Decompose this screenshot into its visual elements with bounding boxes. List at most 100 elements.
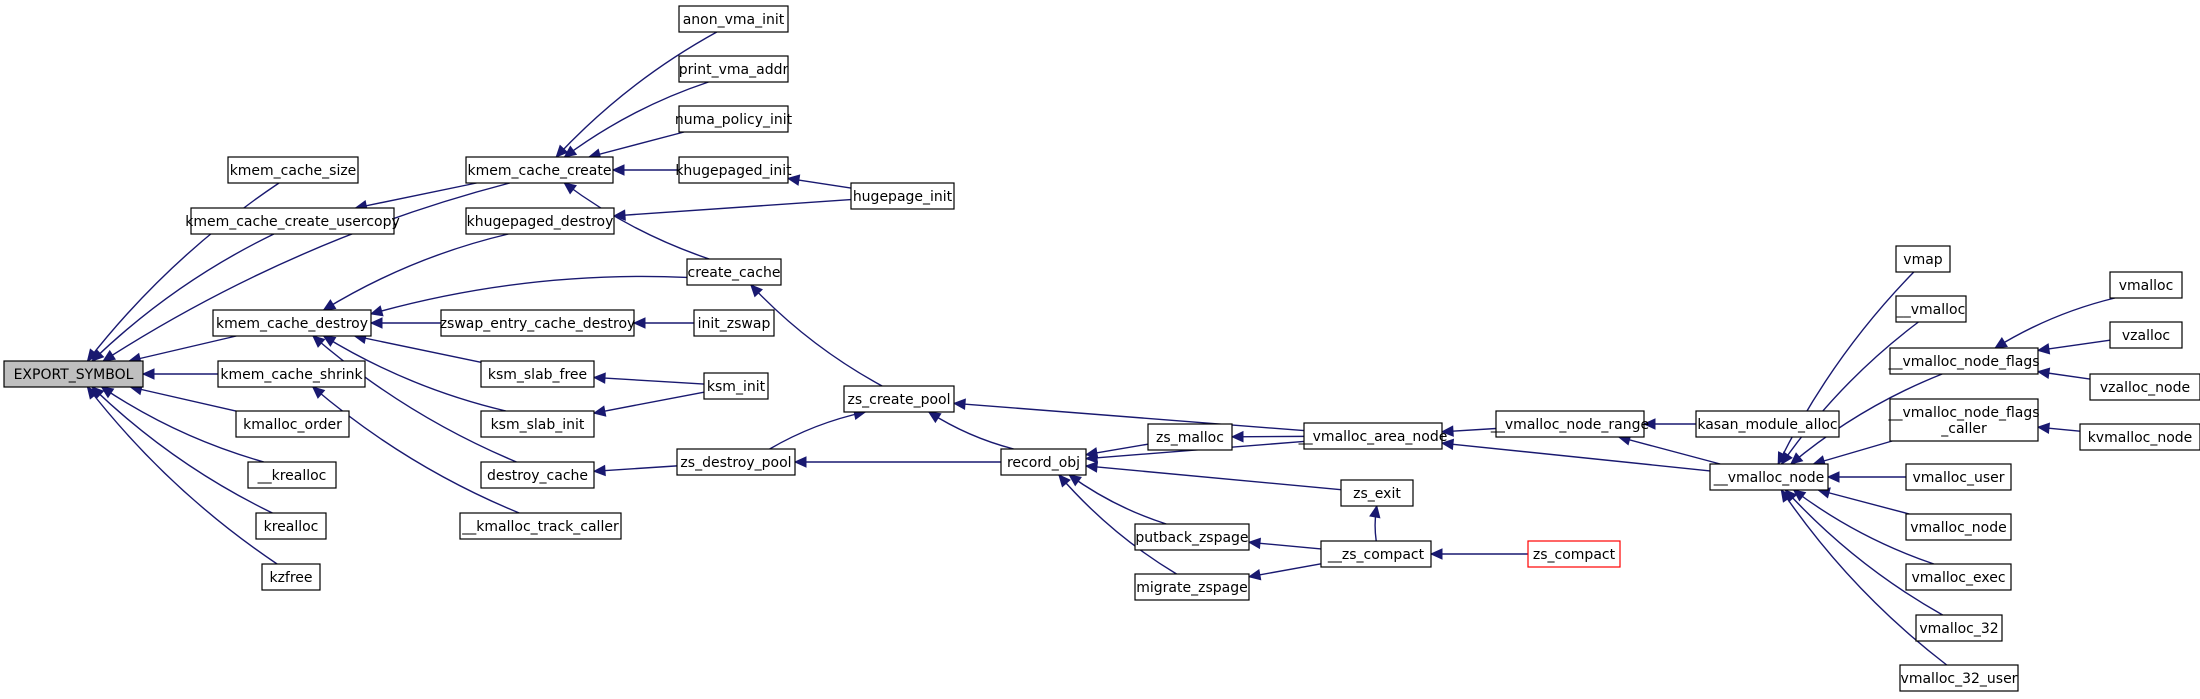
- node-box[interactable]: [1905, 513, 2012, 541]
- node-box[interactable]: [1000, 448, 1087, 476]
- node-box[interactable]: [1527, 540, 1621, 568]
- node-box[interactable]: [1695, 410, 1840, 438]
- node-__zs_compact[interactable]: __zs_compact: [1320, 540, 1432, 568]
- node-ksm_slab_init[interactable]: ksm_slab_init: [480, 410, 595, 438]
- node-box[interactable]: [1905, 563, 2012, 591]
- node-__vmalloc_node_range[interactable]: __vmalloc_node_range: [1490, 410, 1649, 438]
- node-vmalloc_user[interactable]: vmalloc_user: [1905, 463, 2012, 491]
- node-box[interactable]: [190, 207, 395, 235]
- node-box[interactable]: [1895, 245, 1951, 273]
- node-destroy_cache[interactable]: destroy_cache: [480, 461, 595, 489]
- node-box[interactable]: [678, 156, 789, 184]
- node-box[interactable]: [261, 563, 321, 591]
- node-zs_create_pool[interactable]: zs_create_pool: [843, 385, 955, 413]
- node-box[interactable]: [235, 410, 350, 438]
- node-box[interactable]: [1889, 347, 2039, 375]
- node-khugepaged_init[interactable]: khugepaged_init: [675, 156, 792, 184]
- node-box[interactable]: [1303, 422, 1443, 450]
- node-create_cache[interactable]: create_cache: [686, 258, 782, 286]
- node-box[interactable]: [1915, 614, 2003, 642]
- node-box[interactable]: [686, 258, 782, 286]
- node-zs_exit[interactable]: zs_exit: [1340, 479, 1414, 507]
- node-putback_zspage[interactable]: putback_zspage: [1134, 523, 1250, 551]
- node-box[interactable]: [676, 448, 796, 476]
- node-ksm_slab_free[interactable]: ksm_slab_free: [480, 360, 595, 388]
- node-record_obj[interactable]: record_obj: [1000, 448, 1087, 476]
- node-anon_vma_init[interactable]: anon_vma_init: [678, 5, 789, 33]
- node-kmem_cache_destroy[interactable]: kmem_cache_destroy: [212, 309, 372, 337]
- node-box[interactable]: [678, 5, 789, 33]
- node-box[interactable]: [480, 410, 595, 438]
- node-vzalloc[interactable]: vzalloc: [2109, 321, 2183, 349]
- node-box[interactable]: [843, 385, 955, 413]
- node-zswap_entry_cache_destroy[interactable]: zswap_entry_cache_destroy: [440, 309, 636, 337]
- node-vzalloc_node[interactable]: vzalloc_node: [2089, 373, 2200, 401]
- node-ksm_init[interactable]: ksm_init: [703, 372, 769, 400]
- node-numa_policy_init[interactable]: numa_policy_init: [675, 105, 793, 133]
- node-kmem_cache_create[interactable]: kmem_cache_create: [465, 156, 614, 184]
- node-box[interactable]: [1895, 295, 1967, 323]
- node-__vmalloc_node_flags_caller[interactable]: __vmalloc_node_flags_caller: [1887, 398, 2040, 442]
- node-box[interactable]: [678, 55, 789, 83]
- node-vmalloc_exec[interactable]: vmalloc_exec: [1905, 563, 2012, 591]
- node-box[interactable]: [440, 309, 635, 337]
- node-print_vma_addr[interactable]: print_vma_addr: [678, 55, 789, 83]
- node-box[interactable]: [1134, 573, 1250, 601]
- node-box[interactable]: [1147, 423, 1233, 451]
- node-box[interactable]: [703, 372, 769, 400]
- node-box[interactable]: [2089, 373, 2200, 401]
- node-kasan_module_alloc[interactable]: kasan_module_alloc: [1695, 410, 1840, 438]
- node-hugepage_init[interactable]: hugepage_init: [850, 182, 955, 210]
- node-__vmalloc[interactable]: __vmalloc: [1895, 295, 1967, 323]
- node-box[interactable]: [2079, 423, 2200, 451]
- node-box[interactable]: [227, 156, 359, 184]
- node-box[interactable]: [693, 309, 775, 337]
- node-__vmalloc_node[interactable]: __vmalloc_node: [1709, 463, 1829, 491]
- node-kmalloc_order[interactable]: kmalloc_order: [235, 410, 350, 438]
- node-kzfree[interactable]: kzfree: [261, 563, 321, 591]
- node-export_symbol[interactable]: EXPORT_SYMBOL: [3, 360, 144, 388]
- node-box[interactable]: [2109, 271, 2183, 299]
- node-zs_compact[interactable]: zs_compact: [1527, 540, 1621, 568]
- node-box[interactable]: [1889, 398, 2039, 442]
- node-box[interactable]: [1320, 540, 1432, 568]
- node-box[interactable]: [217, 360, 366, 388]
- node-box[interactable]: [2109, 321, 2183, 349]
- node-__kmalloc_track_caller[interactable]: __kmalloc_track_caller: [459, 512, 622, 540]
- node-__krealloc[interactable]: __krealloc: [247, 461, 337, 489]
- node-box[interactable]: [678, 105, 789, 133]
- node-kmem_cache_create_usercopy[interactable]: kmem_cache_create_usercopy: [185, 207, 400, 235]
- node-migrate_zspage[interactable]: migrate_zspage: [1134, 573, 1250, 601]
- node-vmalloc_32_user[interactable]: vmalloc_32_user: [1899, 664, 2019, 692]
- node-box[interactable]: [1340, 479, 1414, 507]
- node-box[interactable]: [3, 360, 144, 388]
- node-box[interactable]: [480, 360, 595, 388]
- node-khugepaged_destroy[interactable]: khugepaged_destroy: [465, 207, 615, 235]
- node-zs_destroy_pool[interactable]: zs_destroy_pool: [676, 448, 796, 476]
- node-box[interactable]: [212, 309, 372, 337]
- node-kvmalloc_node[interactable]: kvmalloc_node: [2079, 423, 2200, 451]
- node-box[interactable]: [480, 461, 595, 489]
- node-__vmalloc_area_node[interactable]: __vmalloc_area_node: [1298, 422, 1448, 450]
- node-box[interactable]: [255, 512, 327, 540]
- node-vmalloc_node[interactable]: vmalloc_node: [1905, 513, 2012, 541]
- node-vmalloc[interactable]: vmalloc: [2109, 271, 2183, 299]
- node-box[interactable]: [1899, 664, 2019, 692]
- node-box[interactable]: [465, 207, 615, 235]
- node-vmap[interactable]: vmap: [1895, 245, 1951, 273]
- node-kmem_cache_size[interactable]: kmem_cache_size: [227, 156, 359, 184]
- node-box[interactable]: [1495, 410, 1645, 438]
- node-box[interactable]: [1134, 523, 1250, 551]
- node-box[interactable]: [459, 512, 622, 540]
- node-kmem_cache_shrink[interactable]: kmem_cache_shrink: [217, 360, 366, 388]
- node-box[interactable]: [850, 182, 955, 210]
- node-box[interactable]: [247, 461, 337, 489]
- node-zs_malloc[interactable]: zs_malloc: [1147, 423, 1233, 451]
- node-box[interactable]: [1709, 463, 1829, 491]
- node-init_zswap[interactable]: init_zswap: [693, 309, 775, 337]
- node-__vmalloc_node_flags[interactable]: __vmalloc_node_flags: [1887, 347, 2040, 375]
- node-box[interactable]: [465, 156, 614, 184]
- node-krealloc[interactable]: krealloc: [255, 512, 327, 540]
- node-box[interactable]: [1905, 463, 2012, 491]
- node-vmalloc_32[interactable]: vmalloc_32: [1915, 614, 2003, 642]
